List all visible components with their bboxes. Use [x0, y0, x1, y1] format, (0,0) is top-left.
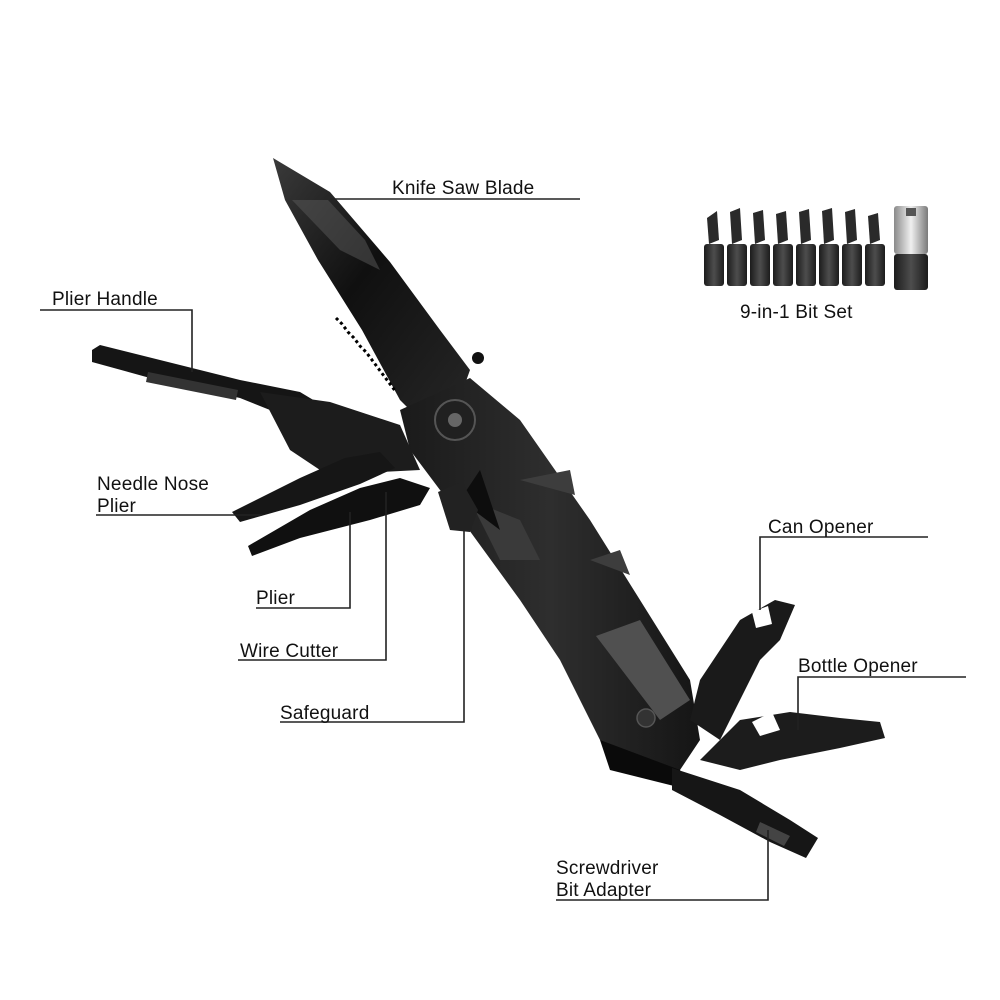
label-screwdriver-line2: Bit Adapter — [556, 880, 652, 901]
label-knife-saw-blade: Knife Saw Blade — [392, 178, 535, 199]
bottle-opener-part — [700, 712, 885, 770]
leader-wire-cutter — [238, 492, 387, 661]
can-opener-part — [690, 600, 795, 740]
label-plier: Plier — [256, 588, 296, 609]
label-needle-nose-line2: Plier — [97, 496, 137, 517]
bit — [842, 209, 862, 286]
label-bit-set: 9-in-1 Bit Set — [740, 302, 853, 323]
bit — [727, 208, 747, 286]
bit-socket-adapter — [894, 206, 928, 290]
label-plier-handle: Plier Handle — [52, 289, 158, 310]
leader-plier — [256, 512, 351, 609]
bit — [796, 209, 816, 286]
label-can-opener: Can Opener — [768, 517, 874, 538]
safeguard-part — [438, 482, 478, 532]
screwdriver-adapter-part — [672, 768, 818, 858]
label-needle-nose-line1: Needle Nose — [97, 474, 210, 495]
bit — [750, 210, 770, 286]
leader-lines — [40, 198, 966, 901]
leader-plier-handle — [40, 309, 193, 372]
knife-blade-part — [273, 158, 484, 420]
label-screwdriver-line1: Screwdriver — [556, 858, 659, 879]
bit — [865, 213, 885, 286]
leader-screwdriver-adapter — [556, 830, 769, 901]
needle-nose-jaw-part — [232, 392, 430, 556]
bit — [773, 211, 793, 286]
leader-bottle-opener — [797, 676, 966, 730]
leader-can-opener — [759, 536, 928, 610]
label-bottle-opener: Bottle Opener — [798, 656, 918, 677]
bit-set — [704, 206, 928, 290]
leader-safeguard — [280, 505, 465, 723]
bit — [704, 211, 724, 286]
bit — [819, 208, 839, 286]
handle-part — [400, 378, 700, 790]
label-safeguard: Safeguard — [280, 703, 370, 724]
label-wire-cutter: Wire Cutter — [240, 641, 339, 662]
